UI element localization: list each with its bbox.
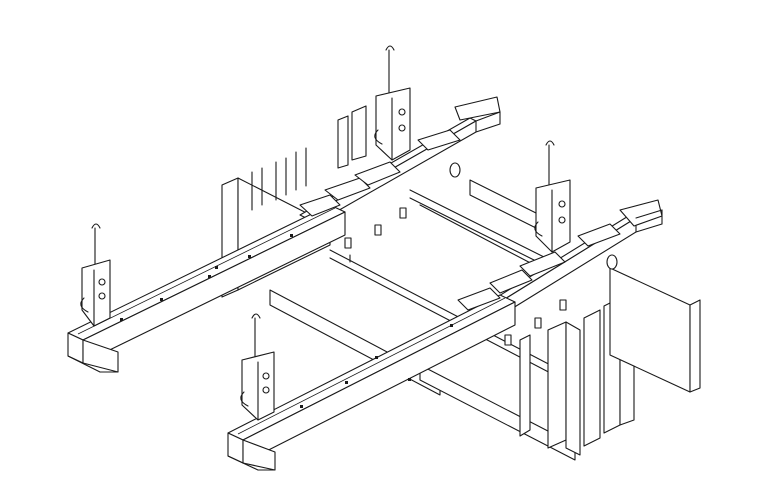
hanger-bracket bbox=[374, 45, 411, 161]
connector-clips bbox=[299, 129, 621, 346]
hanger-bracket bbox=[80, 223, 111, 327]
baffle-panel bbox=[351, 105, 367, 161]
connector-clip bbox=[299, 194, 341, 217]
hangers bbox=[80, 45, 571, 421]
baffle-panel bbox=[583, 309, 601, 447]
connector-clip bbox=[324, 177, 371, 201]
main-channel-left bbox=[67, 204, 346, 373]
baffle-panel bbox=[689, 299, 701, 393]
hanger-bracket bbox=[240, 313, 275, 421]
bolts bbox=[449, 162, 618, 270]
connector-clip bbox=[519, 251, 566, 277]
baffle-panel bbox=[519, 334, 531, 437]
baffle-panel bbox=[337, 115, 349, 169]
connector-clip bbox=[354, 161, 401, 186]
connector-clip bbox=[417, 129, 461, 151]
hanger-bracket bbox=[534, 140, 571, 253]
baffle-panel bbox=[469, 179, 541, 231]
connector-clip bbox=[489, 269, 533, 294]
baffle-panel bbox=[565, 321, 581, 456]
baffle-panels bbox=[221, 105, 701, 461]
connector-clip bbox=[457, 287, 501, 311]
connector-clip bbox=[577, 223, 621, 247]
main-channel-right bbox=[227, 294, 516, 471]
baffle-panel bbox=[547, 321, 567, 449]
